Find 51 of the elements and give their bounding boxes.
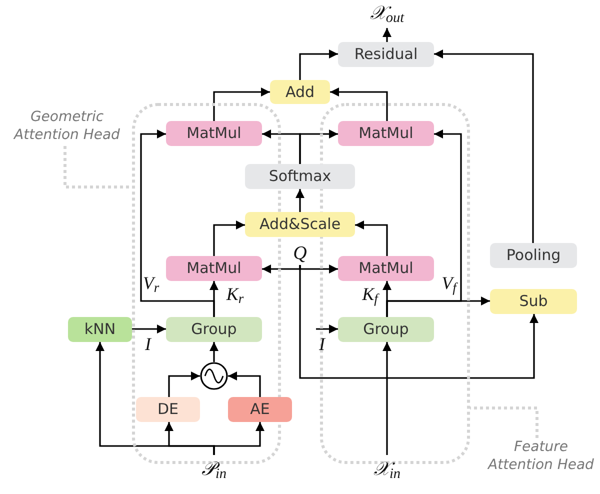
sine-wave-circle [200, 362, 228, 390]
group-box: Group [338, 317, 434, 342]
group-box: Group [166, 317, 262, 342]
edge-label: I [319, 334, 325, 354]
matmul-box: MatMul [166, 256, 262, 281]
arrow [296, 189, 304, 212]
arrow [382, 342, 392, 455]
input-symbol: 𝒫$_{in}$ [189, 455, 239, 485]
pooling-box: Pooling [490, 243, 577, 268]
residual-box: Residual [338, 42, 434, 67]
arrow [299, 50, 338, 80]
arrow [228, 372, 261, 397]
arrow [213, 88, 270, 121]
matmul-box: MatMul [338, 121, 434, 146]
sub-box: Sub [490, 289, 577, 314]
add-scale-box: Add&Scale [245, 212, 355, 237]
arrow [210, 342, 218, 362]
query-symbol: Q [290, 243, 310, 265]
edge-label: I [145, 334, 151, 354]
arrow [168, 372, 200, 397]
edge-label: V$_{f}$ [442, 273, 456, 293]
softmax-box: Softmax [245, 164, 355, 189]
arrow [262, 264, 301, 274]
output-symbol: 𝒳$_{out}$ [357, 0, 417, 28]
knn-box: kNN [68, 317, 132, 342]
arrow [330, 88, 388, 121]
input-symbol: 𝒳$_{in}$ [362, 455, 412, 485]
arrow [299, 264, 338, 274]
de-box: DE [136, 397, 200, 422]
arrow [299, 265, 538, 379]
arrow [316, 324, 338, 334]
arrow [434, 50, 534, 243]
add-box: Add [270, 80, 330, 104]
arrow [355, 220, 388, 256]
arrow [140, 130, 215, 317]
arrow [386, 296, 490, 317]
arrow [213, 220, 245, 256]
leader-line [64, 146, 132, 188]
leader-line [470, 406, 538, 438]
edge-label: K$_{r}$ [226, 284, 244, 304]
matmul-box: MatMul [166, 121, 262, 146]
edge-label: K$_{f}$ [362, 284, 378, 304]
arrow [132, 324, 166, 334]
head-label: Geometric Attention Head [8, 108, 126, 146]
arrow [382, 28, 392, 42]
ae-box: AE [228, 397, 292, 422]
edge-label: V$_{r}$ [142, 273, 160, 293]
matmul-box: MatMul [338, 256, 434, 281]
arrow [213, 422, 264, 455]
arrow [299, 130, 338, 164]
head-label: Feature Attention Head [486, 438, 596, 476]
